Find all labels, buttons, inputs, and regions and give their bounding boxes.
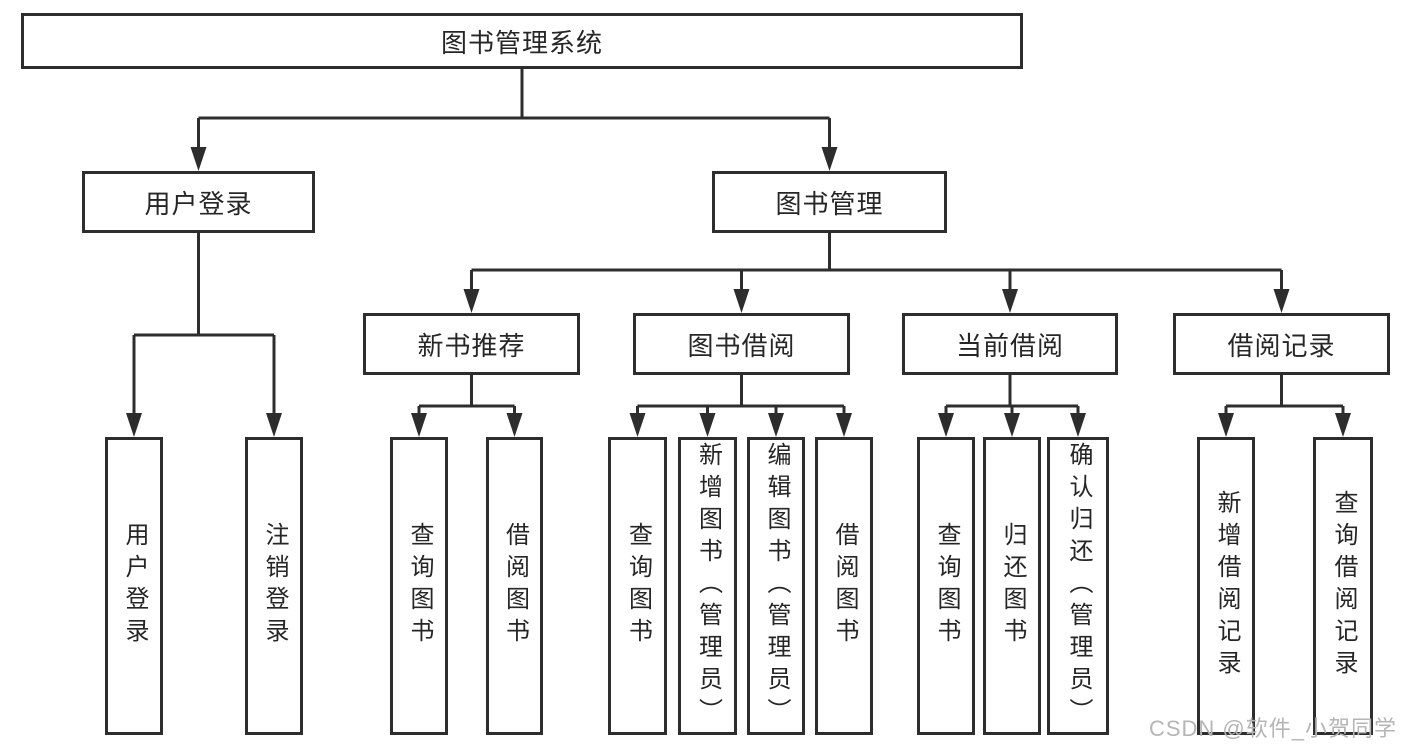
node-book-management: 图书管理 bbox=[712, 171, 947, 233]
node-borrow-records-label: 借阅记录 bbox=[1227, 330, 1336, 361]
node-book-management-label: 图书管理 bbox=[775, 188, 884, 219]
node-root-label: 图书管理系统 bbox=[440, 27, 603, 58]
node-book-borrowing-label: 图书借阅 bbox=[687, 330, 796, 361]
leaf-cb-return-books-label: 归还图书 bbox=[999, 522, 1026, 650]
node-borrow-records: 借阅记录 bbox=[1173, 313, 1390, 375]
leaf-br-query-record-label: 查询借阅记录 bbox=[1330, 490, 1357, 682]
node-current-borrowing-label: 当前借阅 bbox=[955, 330, 1064, 361]
leaf-bb-edit-books-admin: 编辑图书（管理员） bbox=[747, 437, 805, 735]
connector-bookborrow-to-leaves bbox=[636, 375, 846, 416]
leaf-logout: 注销登录 bbox=[245, 437, 303, 735]
leaf-cb-confirm-return-admin: 确认归还（管理员） bbox=[1047, 437, 1109, 735]
leaf-bb-query-books: 查询图书 bbox=[608, 437, 667, 735]
csdn-watermark: CSDN @软件_小贺同学 bbox=[1148, 716, 1397, 741]
leaf-bb-add-books-admin-label: 新增图书（管理员） bbox=[694, 442, 722, 730]
connector-currentborrow-to-leaves bbox=[944, 375, 1080, 416]
connector-userlogin-to-leaves bbox=[132, 233, 276, 416]
leaf-bb-borrow-books: 借阅图书 bbox=[815, 437, 873, 735]
leaf-bb-add-books-admin: 新增图书（管理员） bbox=[678, 437, 737, 735]
leaf-nbr-borrow-books: 借阅图书 bbox=[486, 437, 543, 735]
leaf-nbr-borrow-books-label: 借阅图书 bbox=[501, 522, 529, 650]
leaf-br-add-record: 新增借阅记录 bbox=[1197, 437, 1255, 735]
leaf-bb-edit-books-admin-label: 编辑图书（管理员） bbox=[763, 442, 790, 730]
node-user-login-label: 用户登录 bbox=[144, 188, 253, 219]
leaf-cb-confirm-return-admin-label: 确认归还（管理员） bbox=[1065, 442, 1092, 730]
node-root: 图书管理系统 bbox=[21, 13, 1023, 69]
node-new-book-recommend-label: 新书推荐 bbox=[417, 330, 526, 361]
leaf-cb-return-books: 归还图书 bbox=[983, 437, 1041, 735]
leaf-user-login-label: 用户登录 bbox=[121, 522, 148, 650]
connector-bookmgmt-to-level3 bbox=[470, 233, 1283, 292]
connector-borrowrecords-to-leaves bbox=[1224, 375, 1345, 416]
leaf-bb-borrow-books-label: 借阅图书 bbox=[831, 522, 858, 650]
connector-root-to-level2 bbox=[197, 69, 831, 150]
node-current-borrowing: 当前借阅 bbox=[902, 313, 1118, 375]
leaf-br-query-record: 查询借阅记录 bbox=[1313, 437, 1373, 735]
connector-newbook-to-leaves bbox=[417, 375, 516, 416]
leaf-logout-label: 注销登录 bbox=[261, 522, 288, 650]
node-user-login: 用户登录 bbox=[82, 171, 315, 233]
leaf-cb-query-books-label: 查询图书 bbox=[933, 522, 960, 650]
leaf-user-login: 用户登录 bbox=[105, 437, 163, 735]
node-book-borrowing: 图书借阅 bbox=[633, 313, 850, 375]
leaf-bb-query-books-label: 查询图书 bbox=[624, 522, 652, 650]
arrowheads bbox=[126, 147, 1351, 437]
leaf-nbr-query-books-label: 查询图书 bbox=[406, 522, 433, 650]
leaf-nbr-query-books: 查询图书 bbox=[390, 437, 448, 735]
leaf-cb-query-books: 查询图书 bbox=[917, 437, 975, 735]
node-new-book-recommend: 新书推荐 bbox=[363, 313, 580, 375]
leaf-br-add-record-label: 新增借阅记录 bbox=[1213, 490, 1240, 682]
